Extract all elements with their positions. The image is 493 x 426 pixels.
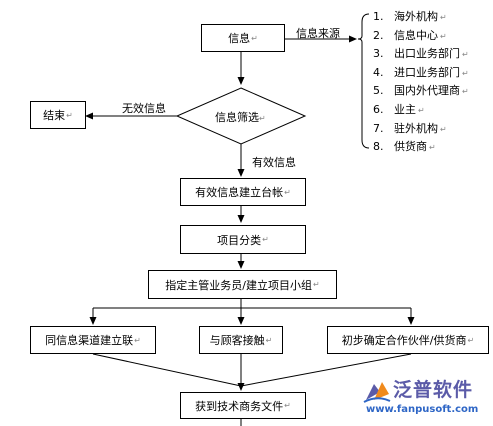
node-contact-label: 与顾客接触 (209, 334, 265, 347)
brand-name: 泛普软件 (393, 379, 474, 401)
sources-list-item: 5.国内外代理商↵ (373, 84, 469, 98)
brand-logo-icon (363, 382, 391, 403)
node-assign: 指定主管业务员/建立项目小组↵ (148, 270, 337, 299)
edge-label-invalid: 无效信息 (122, 102, 166, 115)
node-info-label: 信息 (228, 32, 251, 45)
node-screen-label-wrap: 信息筛选↵ (215, 111, 266, 124)
node-classify-label: 项目分类 (217, 233, 262, 247)
node-end: 结束↵ (30, 101, 86, 129)
node-channel-label: 同信息渠道建立联 (45, 334, 134, 347)
sources-list-item: 1.海外机构↵ (373, 10, 447, 23)
node-ledger: 有效信息建立台帐↵ (180, 178, 306, 206)
node-docs-label: 获到技术商务文件 (195, 399, 284, 413)
sources-list-item: 7.驻外机构↵ (373, 121, 447, 135)
brand-logo: 泛普软件 www.fanpusoft.com (362, 374, 490, 420)
merge-from-channel (92, 353, 242, 387)
node-assign-label: 指定主管业务员/建立项目小组 (165, 278, 312, 292)
sources-list: 1.海外机构↵ 2.信息中心↵ 3.出口业务部门↵ 4.进口业务部门↵ 5.国内… (373, 8, 469, 157)
node-docs: 获到技术商务文件↵ (180, 392, 306, 419)
sources-list-item: 6.业主↵ (373, 102, 425, 116)
sources-list-item: 3.出口业务部门↵ (373, 47, 469, 61)
sources-list-item: 8.供货商↵ (373, 140, 436, 154)
node-info: 信息↵ (201, 24, 285, 52)
edge-label-valid: 有效信息 (252, 156, 296, 169)
node-partner: 初步确定合作伙伴/供货商↵ (327, 326, 489, 354)
merge-from-partner (240, 353, 412, 387)
node-ledger-label: 有效信息建立台帐 (195, 186, 284, 199)
sources-list-item: 4.进口业务部门↵ (373, 65, 469, 79)
sources-list-item: 2.信息中心↵ (373, 28, 447, 42)
brand-url: www.fanpusoft.com (366, 404, 479, 415)
node-classify: 项目分类↵ (180, 225, 306, 254)
edge-label-source: 信息来源 (296, 27, 340, 40)
node-partner-label: 初步确定合作伙伴/供货商 (341, 334, 467, 347)
node-channel: 同信息渠道建立联↵ (30, 326, 156, 354)
node-contact: 与顾客接触↵ (199, 326, 283, 354)
node-screen-label: 信息筛选 (215, 111, 259, 124)
node-end-label: 结束 (43, 109, 66, 122)
sources-brace (357, 13, 370, 149)
